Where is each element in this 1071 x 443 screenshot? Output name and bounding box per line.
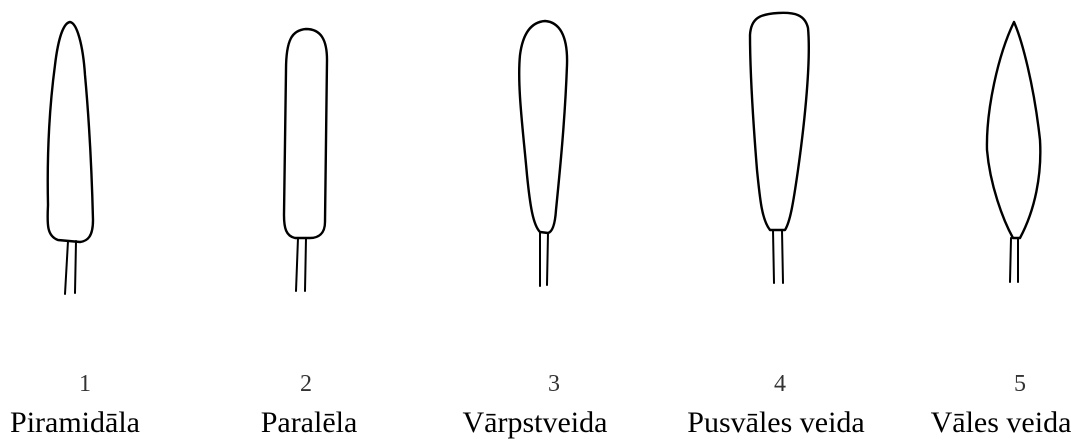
half-roller-stem-right	[782, 230, 783, 283]
figure-half-roller: 4 Pusvāles veida	[687, 13, 864, 439]
figure-number-1: 1	[79, 371, 91, 397]
pyramidal-stem-right	[75, 241, 76, 293]
figure-roller: 5 Vāles veida	[931, 22, 1071, 439]
figure-name-spindle: Vārpstveida	[463, 406, 608, 439]
spindle-stem-right	[547, 233, 548, 285]
roller-stem-left	[1010, 238, 1011, 282]
spindle-shape-outline	[519, 21, 567, 233]
figure-name-pyramidal: Piramidāla	[10, 406, 140, 439]
parallel-stem-right	[305, 238, 306, 291]
parallel-stem-left	[296, 238, 298, 291]
figure-parallel: 2 Paralēla	[261, 29, 358, 439]
figure-name-half-roller: Pusvāles veida	[687, 406, 864, 439]
figure-number-2: 2	[300, 371, 312, 397]
pyramidal-stem-left	[65, 241, 68, 294]
figure-name-roller: Vāles veida	[931, 406, 1071, 439]
figure-number-3: 3	[548, 371, 560, 397]
figure-pyramidal: 1 Piramidāla	[10, 22, 140, 439]
parallel-shape-outline	[284, 29, 327, 238]
pyramidal-shape-outline	[48, 22, 93, 242]
figure-spindle: 3 Vārpstveida	[463, 21, 608, 439]
half-roller-shape-outline	[750, 13, 809, 230]
figure-name-parallel: Paralēla	[261, 406, 358, 439]
half-roller-stem-left	[773, 230, 774, 283]
roller-shape-outline	[987, 22, 1040, 238]
figure-number-4: 4	[774, 371, 786, 397]
figure-number-5: 5	[1014, 371, 1026, 397]
